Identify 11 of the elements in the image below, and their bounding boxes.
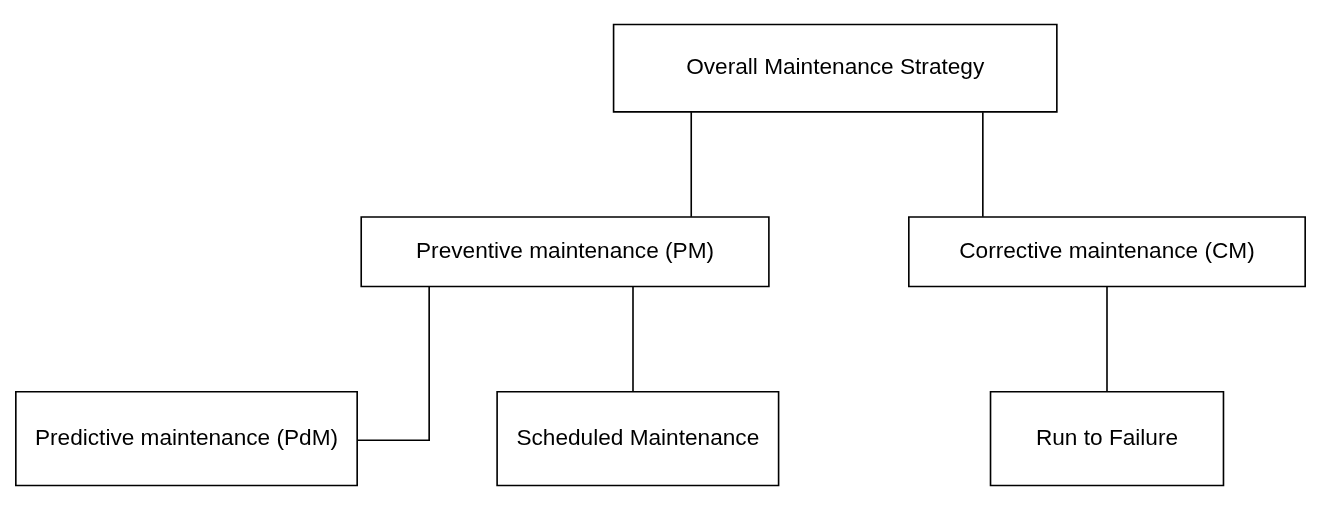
connector <box>1106 286 1108 393</box>
connector <box>982 111 984 218</box>
node-box: Overall Maintenance Strategy <box>612 23 1058 113</box>
node-box: Run to Failure <box>989 390 1225 487</box>
connector <box>690 111 693 218</box>
connector <box>356 285 430 442</box>
node-box: Corrective maintenance (CM) <box>908 216 1306 288</box>
node-box: Preventive maintenance (PM) <box>360 216 770 288</box>
node-box: Predictive maintenance (PdM) <box>15 390 358 487</box>
connector <box>632 286 634 393</box>
node-box: Scheduled Maintenance <box>496 390 780 487</box>
